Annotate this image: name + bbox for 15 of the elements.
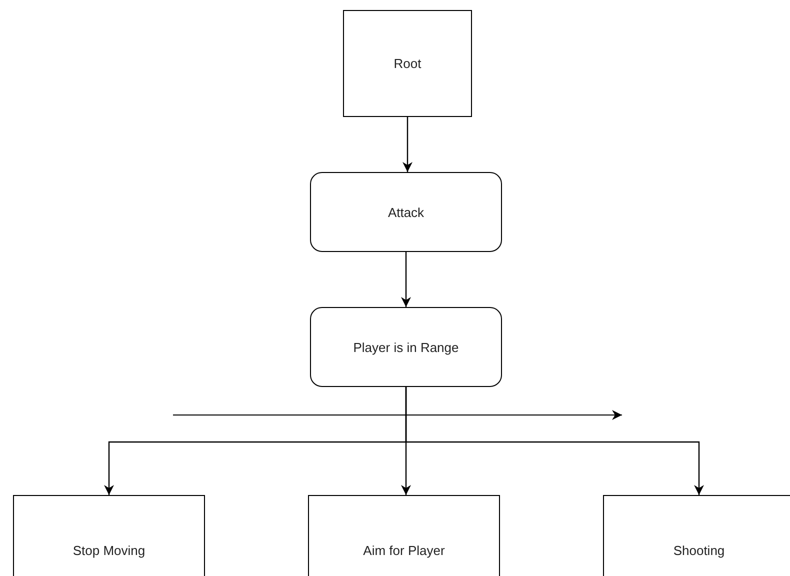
rounded-box — [310, 307, 502, 387]
arrow — [405, 387, 704, 495]
node-label: Attack — [388, 204, 424, 220]
arrow — [402, 117, 412, 172]
process-box — [13, 495, 205, 576]
process-box — [308, 495, 500, 576]
process-box — [343, 10, 472, 117]
rounded-box — [310, 172, 502, 252]
process-box — [603, 495, 790, 576]
node-label: Player is in Range — [353, 340, 459, 354]
node-label: Stop Moving — [72, 542, 146, 558]
node-label: Root — [394, 56, 422, 71]
node-label: Shooting — [673, 542, 725, 558]
node-label: Aim for Player — [363, 542, 445, 558]
arrow — [401, 252, 411, 307]
